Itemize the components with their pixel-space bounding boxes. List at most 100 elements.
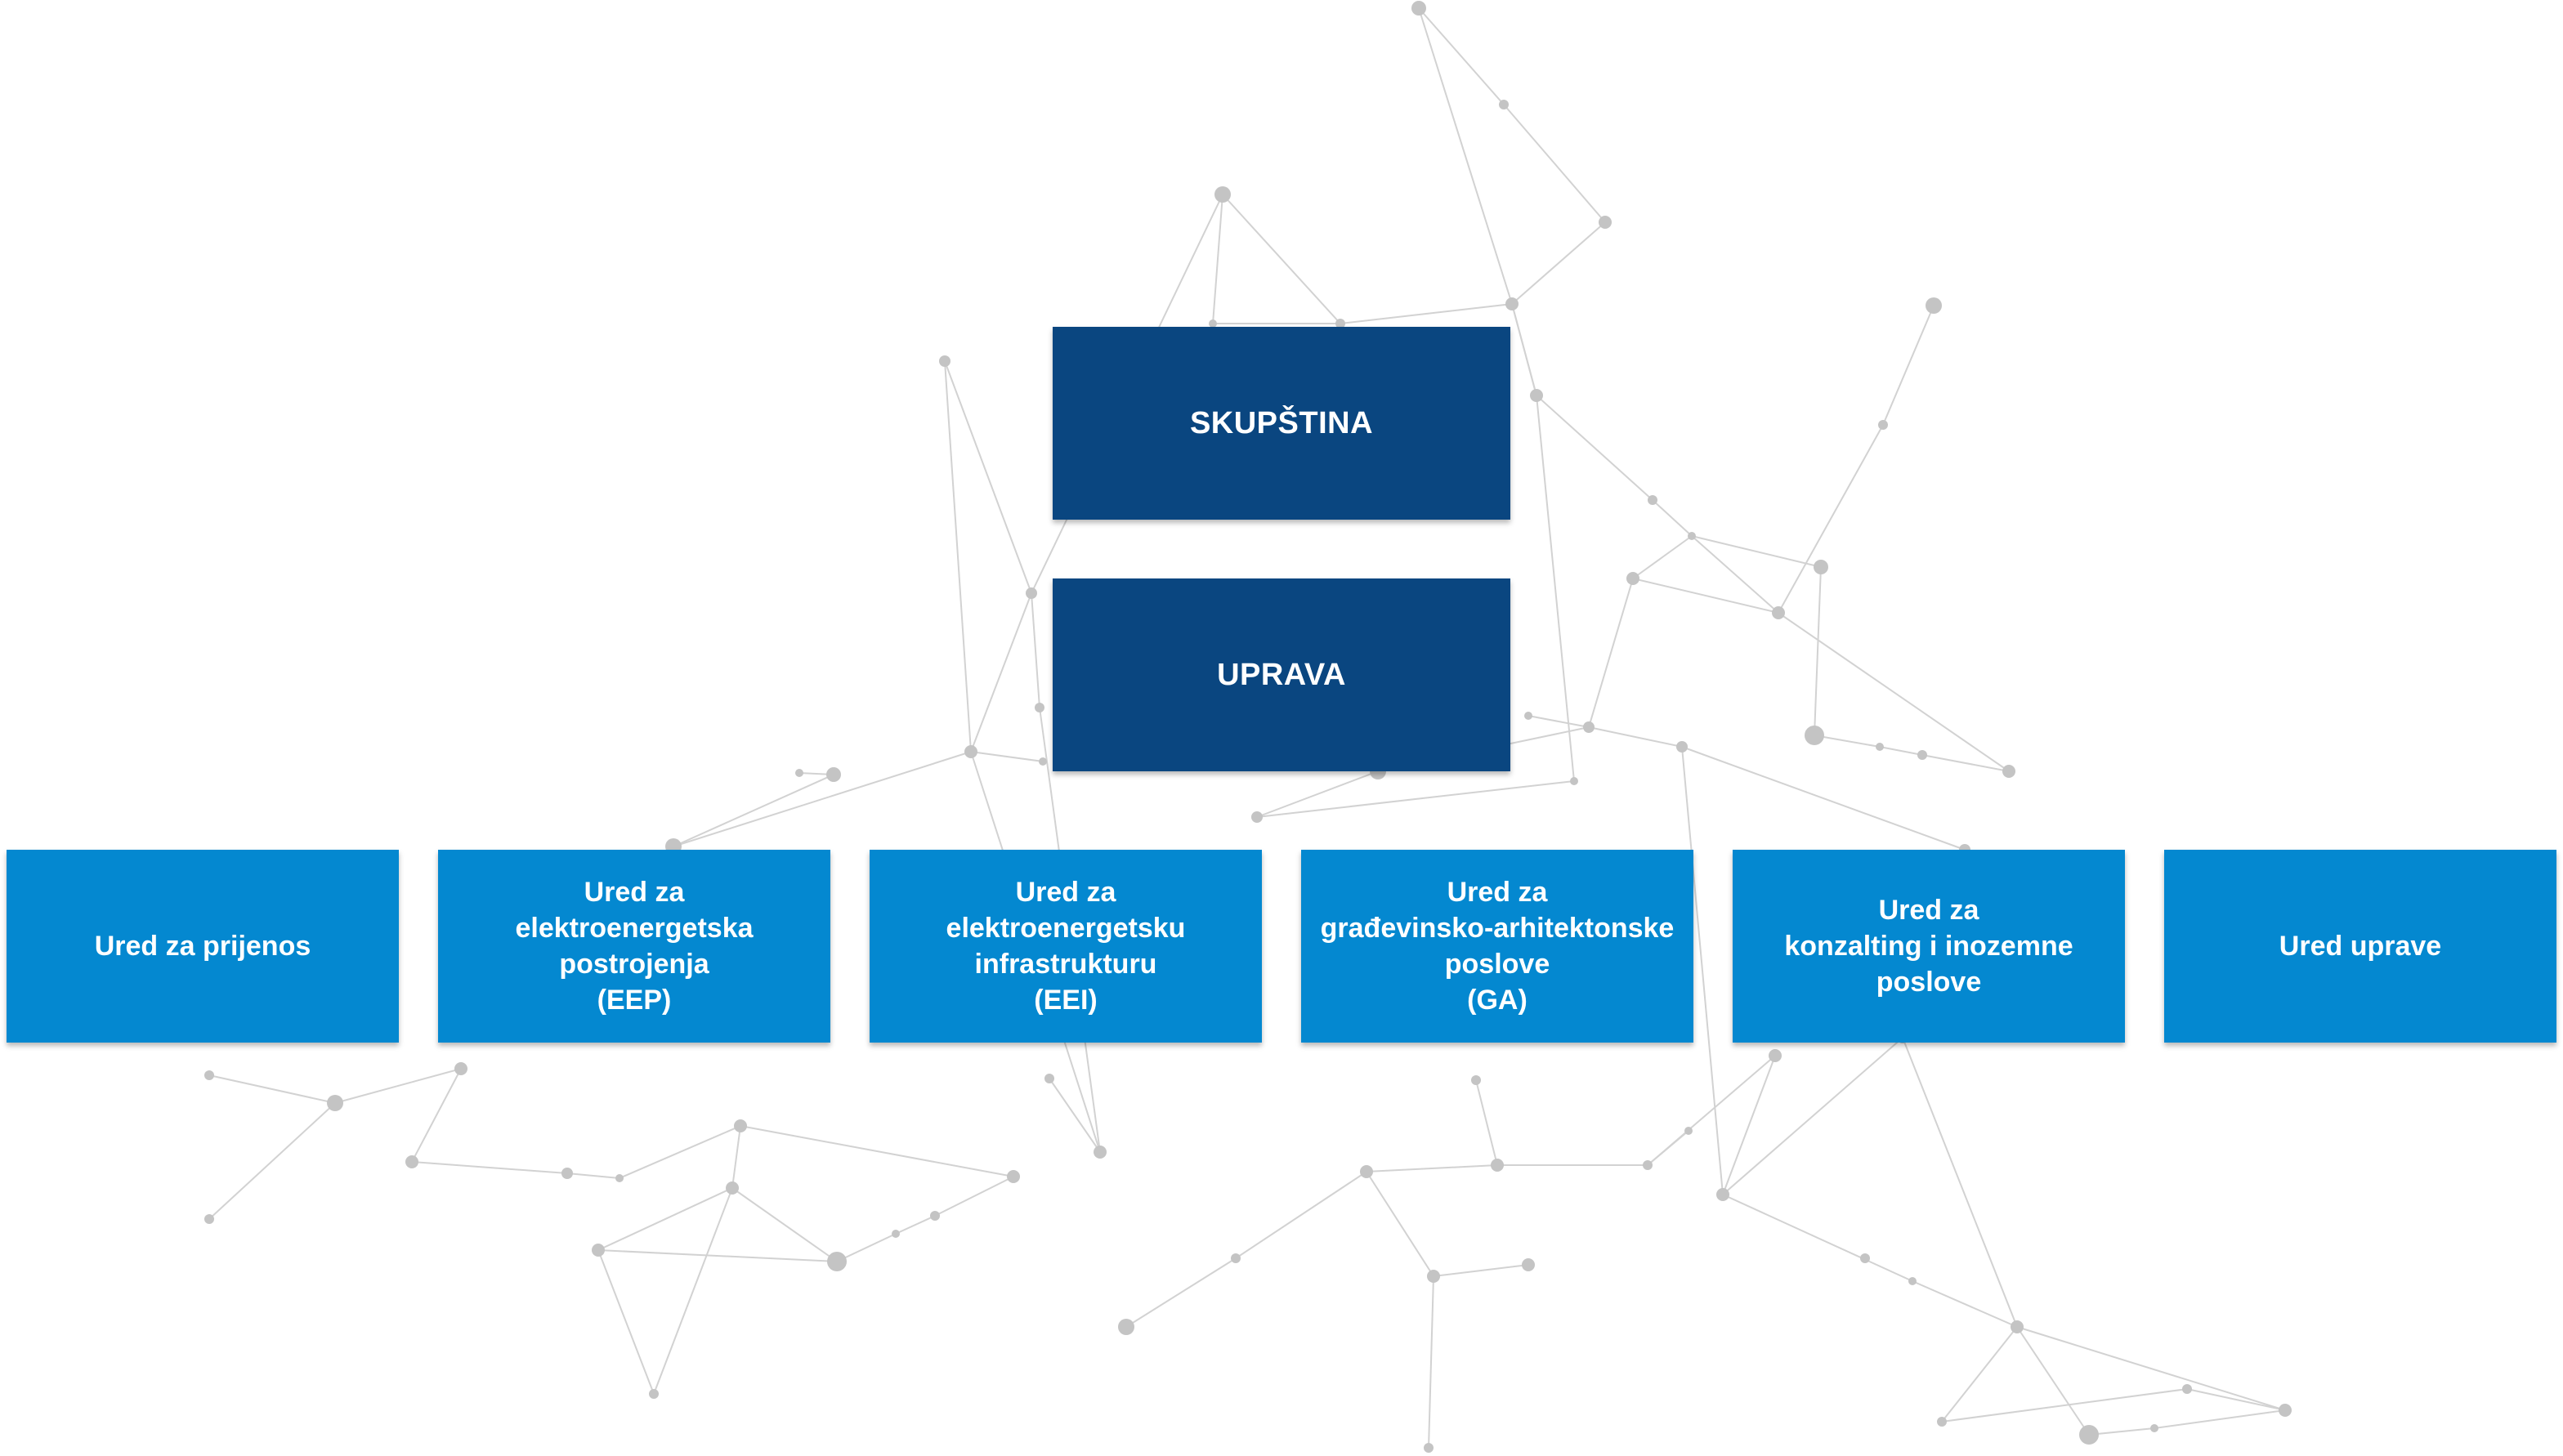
network-edge <box>1912 1280 2018 1328</box>
network-edge <box>1691 535 1779 614</box>
network-node <box>1530 389 1543 402</box>
network-node <box>405 1155 418 1168</box>
network-node <box>592 1244 605 1257</box>
network-edge <box>1588 726 1683 748</box>
network-node <box>1676 741 1688 753</box>
network-edge <box>2016 1326 2286 1411</box>
network-node <box>939 355 951 367</box>
network-edge <box>673 751 972 847</box>
network-edge <box>934 1176 1014 1217</box>
network-node <box>1360 1165 1373 1178</box>
office-ga-box: Ured za građevinsko-arhitektonske poslov… <box>1301 850 1693 1043</box>
network-node <box>1769 1049 1782 1062</box>
network-edge <box>1511 303 1537 396</box>
network-edge <box>1418 7 1505 105</box>
network-edge <box>1212 194 1223 324</box>
network-edge <box>731 1187 838 1262</box>
network-lines <box>208 7 2286 1449</box>
uprava-label: UPRAVA <box>1217 657 1346 692</box>
network-node <box>2002 765 2015 778</box>
network-node <box>1251 811 1263 823</box>
uprava-box: UPRAVA <box>1053 578 1510 771</box>
network-node <box>726 1181 739 1195</box>
network-node <box>1772 606 1785 619</box>
network-node <box>1424 1443 1434 1453</box>
network-node <box>734 1119 747 1132</box>
network-node <box>1118 1319 1134 1335</box>
network-edge <box>597 1249 838 1262</box>
network-edge <box>597 1187 733 1251</box>
office-eep-label: Ured za elektroenergetska postrojenja (E… <box>515 877 754 1016</box>
network-node <box>826 767 841 782</box>
network-edge <box>673 774 834 847</box>
network-node <box>1643 1160 1653 1170</box>
network-edge <box>1778 424 1884 614</box>
network-node <box>1524 712 1532 720</box>
network-node <box>1094 1146 1107 1159</box>
network-node <box>1570 777 1578 785</box>
network-node <box>327 1095 343 1111</box>
network-edge <box>1722 1037 1903 1195</box>
network-node <box>892 1230 900 1238</box>
network-edge <box>1235 1171 1367 1259</box>
network-node <box>1878 420 1888 430</box>
network-edge <box>895 1215 936 1235</box>
office-konzalting-label: Ured za konzalting i inozemne poslove <box>1784 895 2073 998</box>
network-edge <box>597 1249 655 1395</box>
network-node <box>1411 1 1426 16</box>
network-node <box>1926 297 1942 314</box>
office-uprave-label: Ured uprave <box>2279 931 2442 962</box>
network-edge <box>970 592 1032 753</box>
network-node <box>1937 1417 1947 1427</box>
network-edge <box>1366 1164 1498 1172</box>
network-edge <box>1588 578 1634 728</box>
office-ga-label: Ured za građevinsko-arhitektonske poslov… <box>1320 877 1675 1016</box>
network-edge <box>334 1068 462 1104</box>
network-node <box>1231 1253 1241 1263</box>
network-node <box>2079 1425 2099 1445</box>
network-node <box>1026 587 1037 599</box>
network-edge <box>1256 780 1575 818</box>
network-edge <box>1879 746 1923 756</box>
network-edge <box>208 1102 336 1220</box>
network-node <box>1648 495 1657 505</box>
network-edge <box>1125 1257 1237 1328</box>
network-edge <box>1366 1171 1434 1277</box>
network-edge <box>1503 104 1606 223</box>
network-edge <box>1902 1037 2018 1328</box>
network-edge <box>1814 566 1822 736</box>
office-eei-box: Ured za elektroenergetsku infrastrukturu… <box>870 850 1262 1043</box>
network-edge <box>1941 1326 2018 1423</box>
network-node <box>1209 319 1217 328</box>
office-eei-label: Ured za elektroenergetsku infrastrukturu… <box>946 877 1186 1016</box>
network-edge <box>1941 1388 2188 1423</box>
network-edge <box>2154 1409 2286 1429</box>
network-edge <box>1778 612 2010 772</box>
network-edge <box>1536 395 1575 782</box>
network-edge <box>836 1233 897 1262</box>
network-node <box>2182 1384 2192 1394</box>
network-edge <box>1647 1055 1776 1166</box>
skupstina-label: SKUPŠTINA <box>1189 405 1374 440</box>
network-node <box>1583 721 1595 733</box>
office-konzalting-box: Ured za konzalting i inozemne poslove <box>1733 850 2125 1043</box>
network-edge <box>1722 1055 1776 1195</box>
network-node <box>795 769 803 777</box>
office-prijenos-box: Ured za prijenos <box>7 850 399 1043</box>
network-node <box>1688 532 1696 540</box>
network-edge <box>731 1125 741 1189</box>
network-edge <box>1632 535 1693 579</box>
network-edge <box>1681 746 1966 851</box>
network-node <box>1007 1170 1020 1183</box>
network-node <box>1599 216 1612 229</box>
network-node <box>964 745 977 758</box>
network-edge <box>944 360 1032 594</box>
network-edge <box>944 360 972 753</box>
network-edge <box>566 1172 620 1179</box>
network-edge <box>1418 7 1513 305</box>
network-node <box>2011 1320 2024 1333</box>
network-node <box>1044 1074 1054 1083</box>
network-edge <box>1256 770 1379 818</box>
network-edge <box>1691 535 1822 568</box>
network-node <box>1035 703 1044 712</box>
